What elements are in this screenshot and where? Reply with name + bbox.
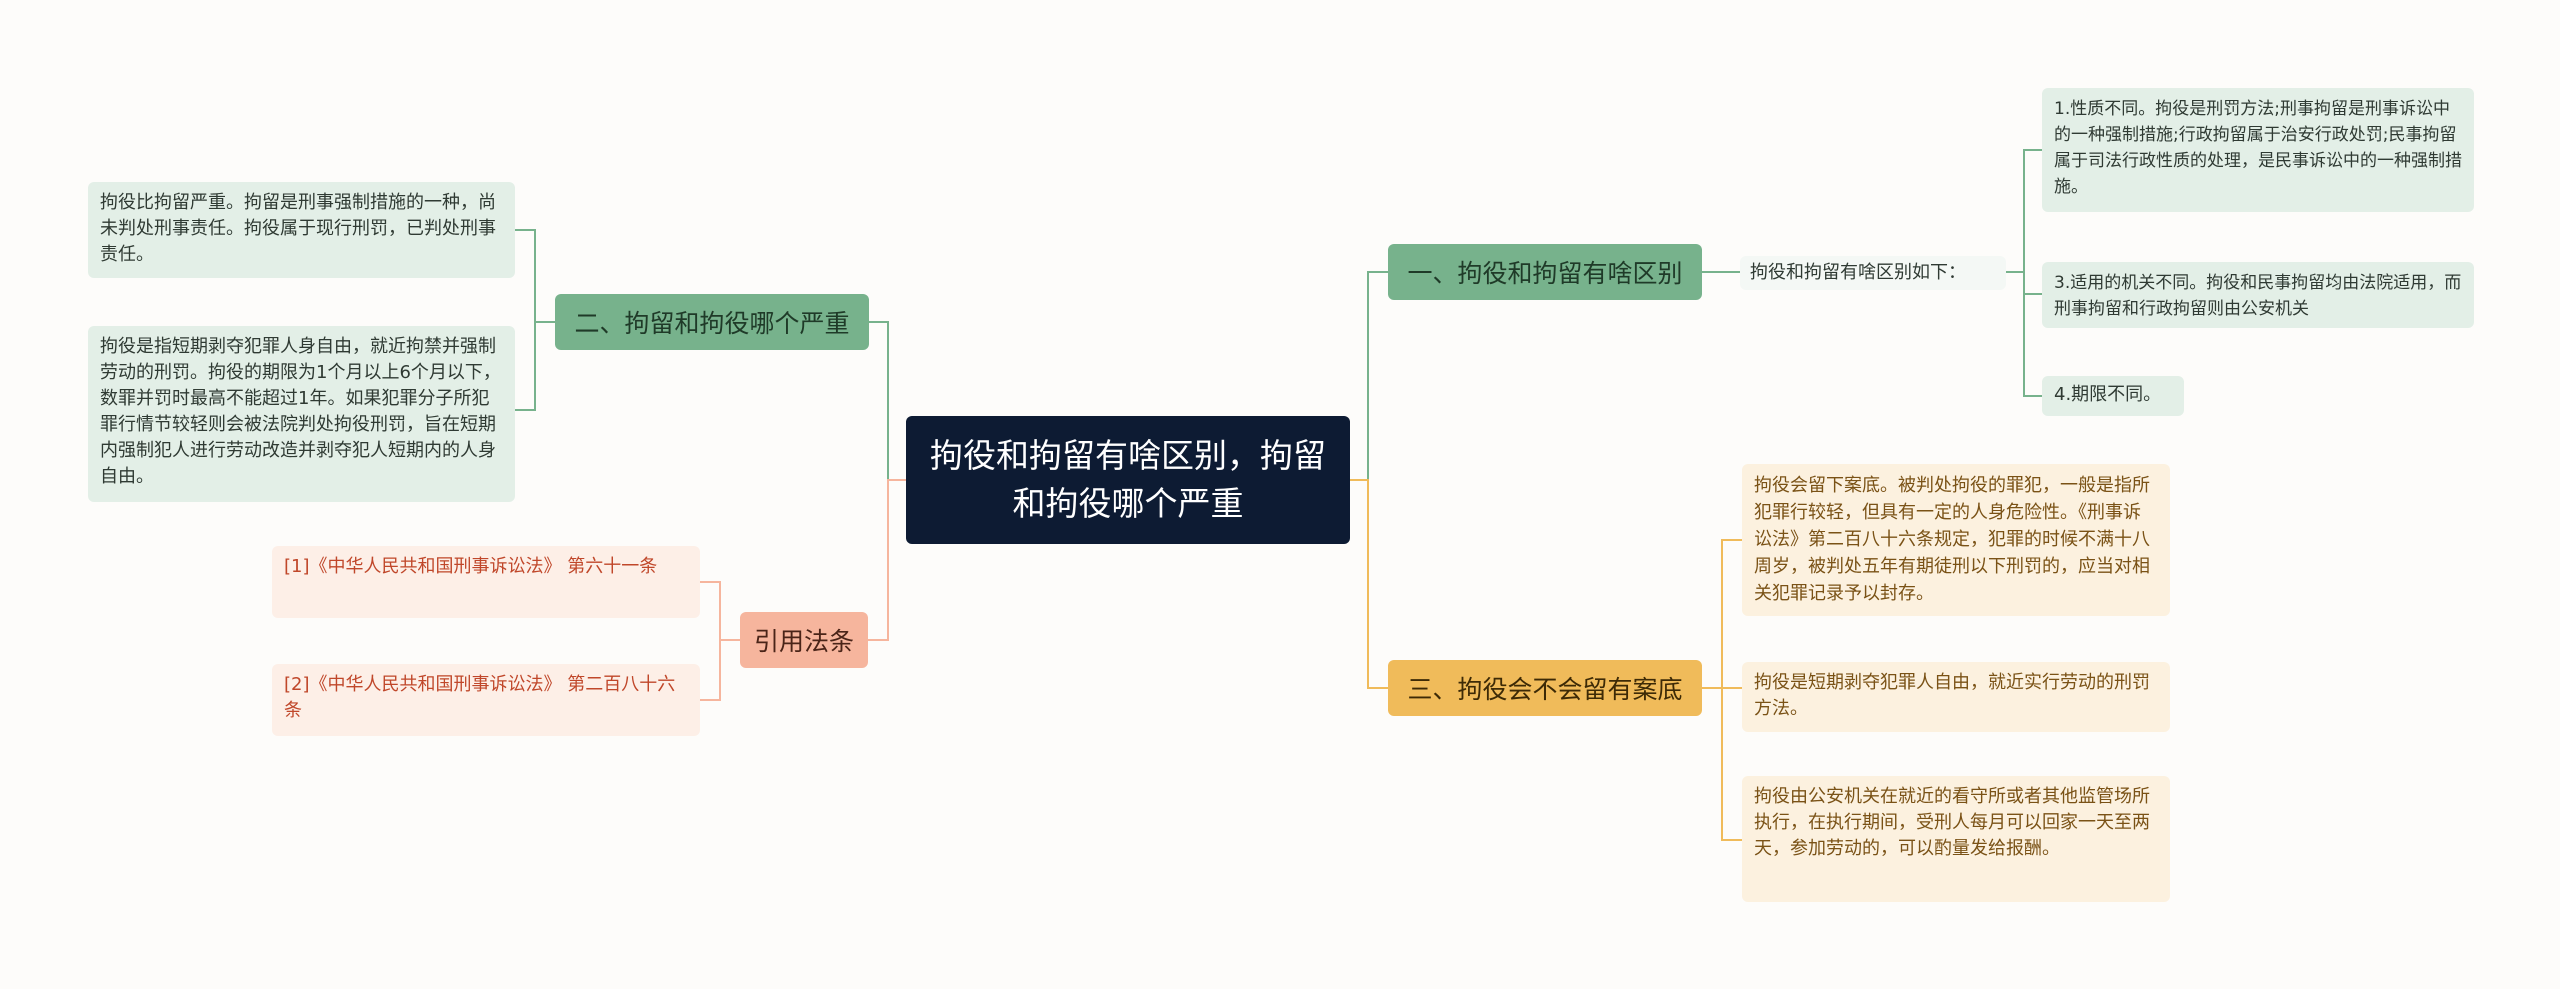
- branch-difference-intro[interactable]: 拘役和拘留有啥区别如下：: [1740, 256, 2006, 290]
- branch-criminal-record[interactable]: 三、拘役会不会留有案底: [1388, 660, 1702, 716]
- record-item-definition[interactable]: 拘役是短期剥夺犯罪人自由，就近实行劳动的刑罚方法。: [1742, 662, 2170, 732]
- cited-law-1[interactable]: [1]《中华人民共和国刑事诉讼法》 第六十一条: [272, 546, 700, 618]
- branch-difference[interactable]: 一、拘役和拘留有啥区别: [1388, 244, 1702, 300]
- record-item-yes[interactable]: 拘役会留下案底。被判处拘役的罪犯，一般是指所犯罪行较轻，但具有一定的人身危险性。…: [1742, 464, 2170, 616]
- root-topic[interactable]: 拘役和拘留有啥区别，拘留和拘役哪个严重: [906, 416, 1350, 544]
- branch-severity[interactable]: 二、拘留和拘役哪个严重: [555, 294, 869, 350]
- severity-item-definition[interactable]: 拘役是指短期剥夺犯罪人身自由，就近拘禁并强制劳动的刑罚。拘役的期限为1个月以上6…: [88, 326, 515, 502]
- cited-law-2[interactable]: [2]《中华人民共和国刑事诉讼法》 第二百八十六条: [272, 664, 700, 736]
- severity-item-comparison[interactable]: 拘役比拘留严重。拘留是刑事强制措施的一种，尚未判处刑事责任。拘役属于现行刑罚，已…: [88, 182, 515, 278]
- difference-item-term[interactable]: 4.期限不同。: [2042, 376, 2184, 416]
- record-item-execution[interactable]: 拘役由公安机关在就近的看守所或者其他监管场所执行，在执行期间，受刑人每月可以回家…: [1742, 776, 2170, 902]
- difference-item-authority[interactable]: 3.适用的机关不同。拘役和民事拘留均由法院适用，而刑事拘留和行政拘留则由公安机关: [2042, 262, 2474, 328]
- difference-item-nature[interactable]: 1.性质不同。拘役是刑罚方法;刑事拘留是刑事诉讼中的一种强制措施;行政拘留属于治…: [2042, 88, 2474, 212]
- branch-cited-laws[interactable]: 引用法条: [740, 612, 868, 668]
